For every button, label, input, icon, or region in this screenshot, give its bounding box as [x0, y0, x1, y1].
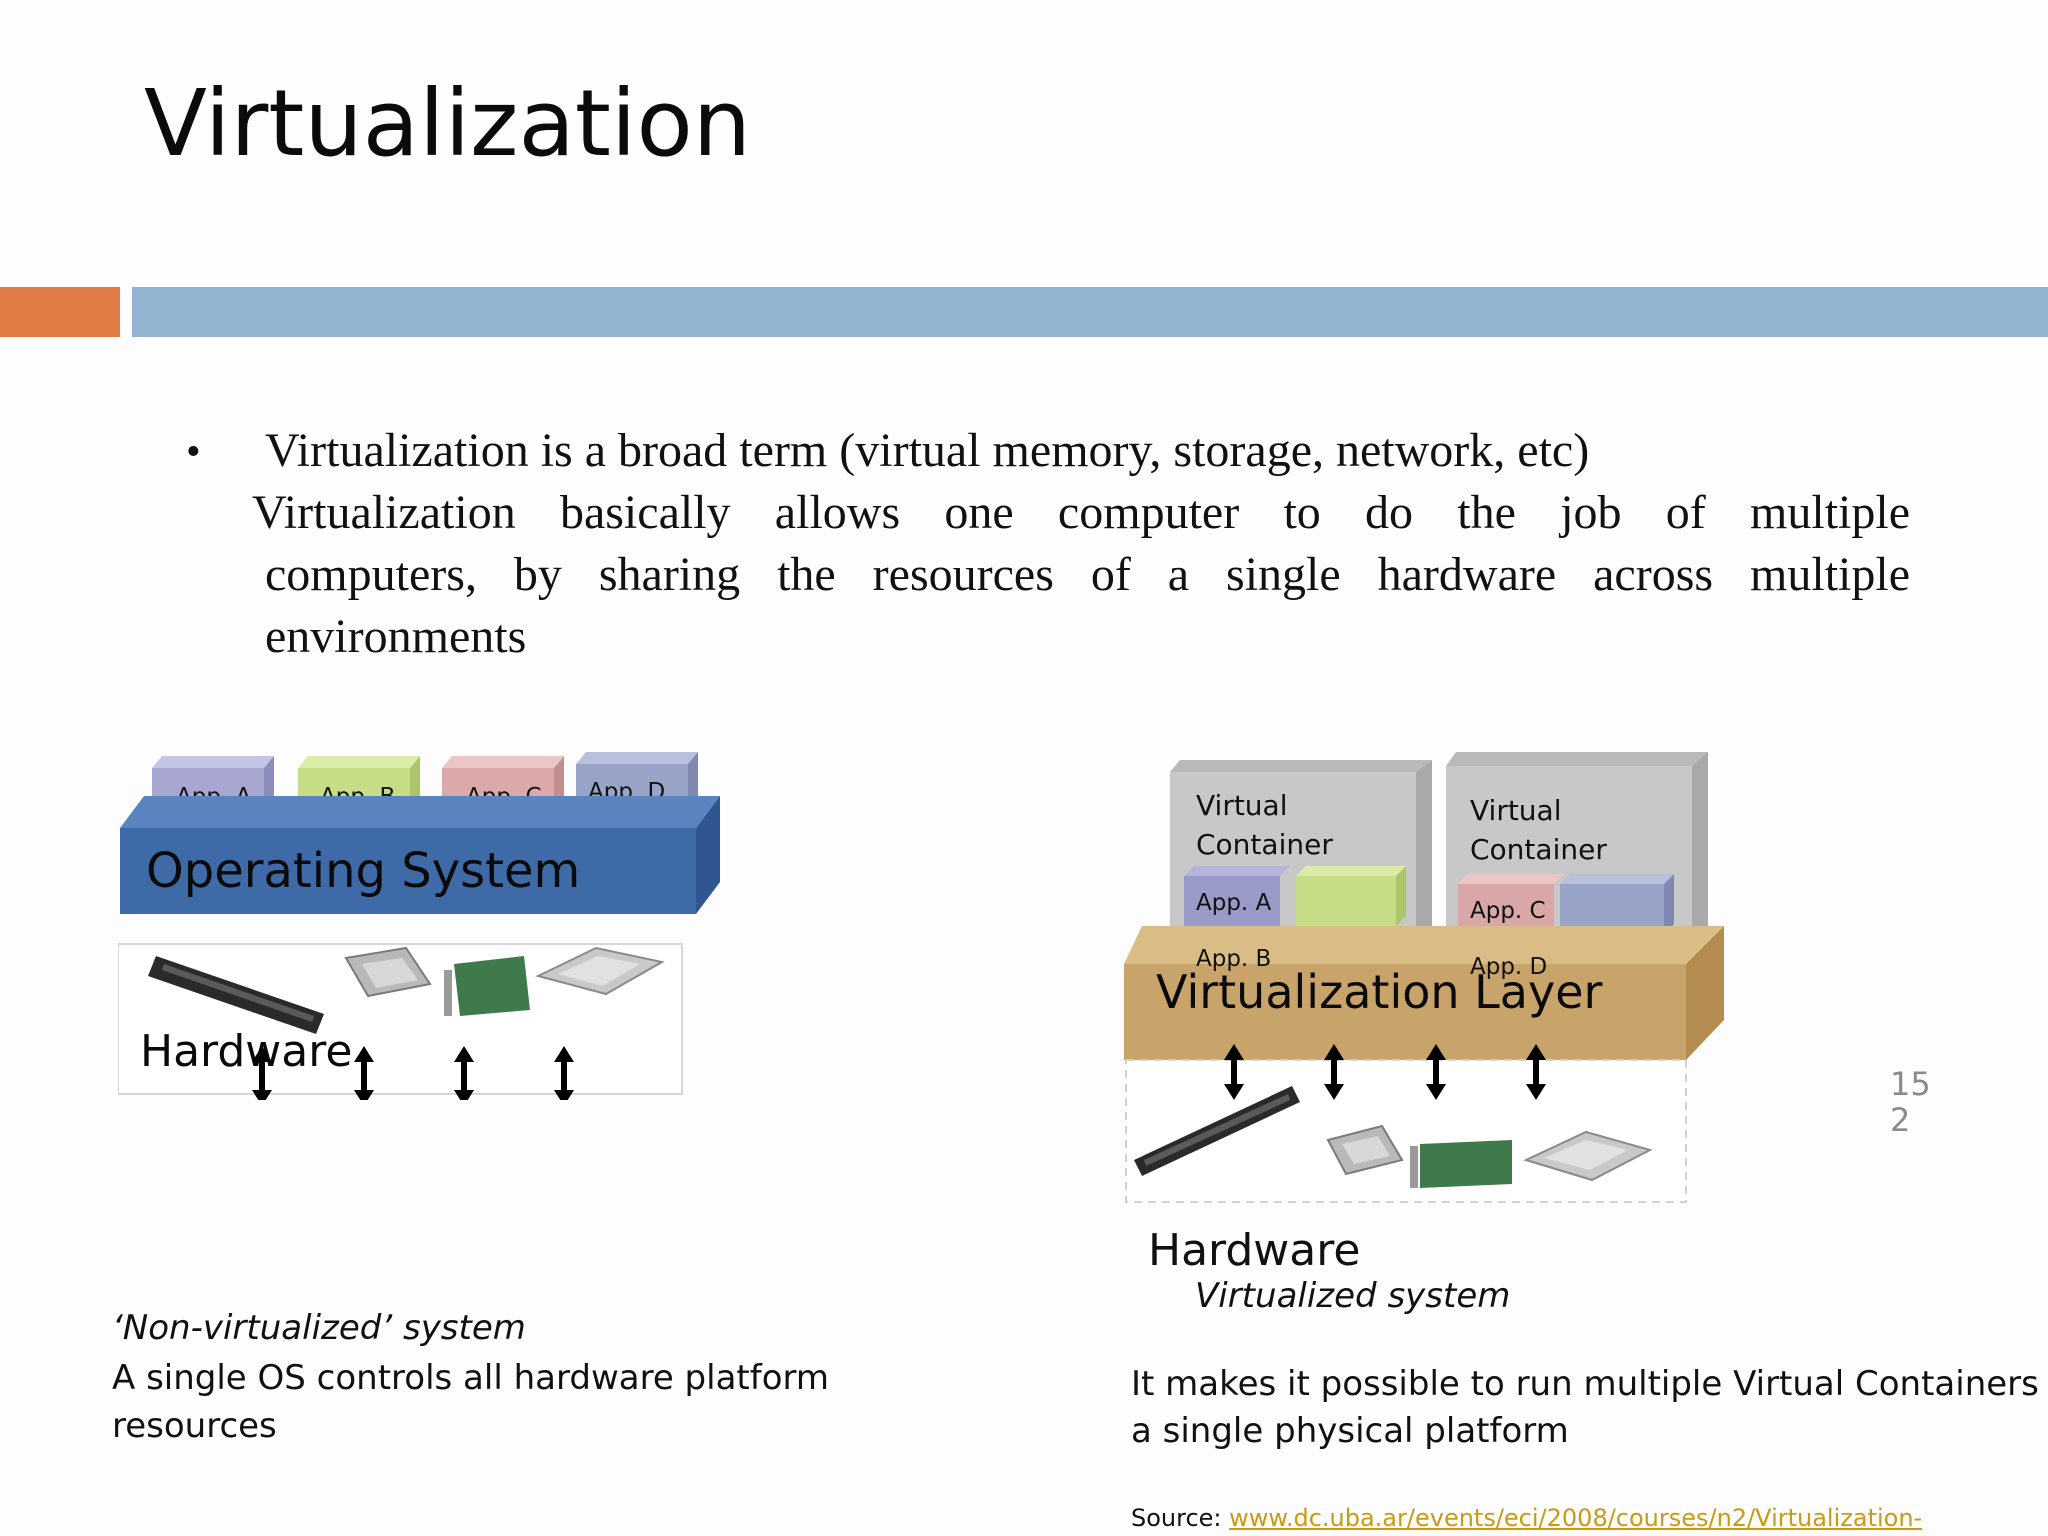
hard-drive-icon	[1523, 1130, 1653, 1182]
hard-drive-icon	[535, 946, 665, 996]
operating-system-block: Operating System	[120, 796, 720, 914]
virtual-container-1: Virtual Container App. A	[1170, 760, 1432, 944]
bullet-marker: •	[186, 429, 201, 475]
right-caption-line-1: It makes it possible to run multiple Vir…	[1131, 1364, 2048, 1404]
bullet-line-2: Virtualization basically allows one comp…	[252, 486, 1910, 539]
container-2-label-line-2: Container	[1470, 833, 1607, 866]
virtualized-diagram: Virtual Container App. A Virtual Contain…	[1124, 752, 1724, 1203]
arrow-icon	[252, 1046, 272, 1100]
virtualization-layer-label: Virtualization Layer	[1156, 965, 1602, 1019]
bullet-line-3: computers, by sharing the resources of a…	[265, 548, 1910, 601]
header-accent-blue	[132, 287, 2048, 337]
left-caption-line-1: A single OS controls all hardware platfo…	[112, 1358, 830, 1398]
arrow-icon	[454, 1046, 474, 1100]
os-label: Operating System	[146, 843, 580, 899]
arrow-icon	[1324, 1044, 1344, 1100]
source-prefix: Source:	[1131, 1504, 1230, 1532]
left-caption-title: ‘Non-virtualized’ system	[112, 1308, 526, 1348]
hardware-arrows	[1224, 1044, 1546, 1100]
arrow-icon	[1526, 1044, 1546, 1100]
arrow-icon	[1426, 1044, 1446, 1100]
container-1-label-line-1: Virtual	[1196, 789, 1288, 822]
cpu-chip-icon	[344, 946, 432, 998]
page-number-line-2: 2	[1890, 1101, 1911, 1139]
bullet-line-4: environments	[265, 610, 527, 663]
source-link[interactable]: www.dc.uba.ar/events/eci/2008/courses/n2…	[1229, 1504, 1923, 1532]
bullet-line-1: Virtualization is a broad term (virtual …	[265, 424, 1590, 477]
cpu-chip-icon	[1326, 1124, 1404, 1176]
ram-module-icon	[148, 956, 324, 1034]
app-b-label: App. B	[1196, 946, 1271, 972]
hardware-arrows	[252, 1046, 574, 1100]
virtual-container-2: Virtual Container App. C	[1446, 752, 1708, 942]
arrow-icon	[554, 1046, 574, 1100]
left-caption-line-2: resources	[112, 1406, 277, 1446]
slide-title: Virtualization	[144, 70, 752, 177]
source-citation: Source: www.dc.uba.ar/events/eci/2008/co…	[1131, 1504, 1922, 1532]
app-d-label: App. D	[1470, 954, 1547, 980]
right-hardware-label: Hardware	[1148, 1225, 1361, 1276]
arrow-icon	[354, 1046, 374, 1100]
app-a-label: App. A	[1196, 890, 1272, 916]
network-card-icon	[1410, 1140, 1512, 1188]
left-hardware-label: Hardware	[140, 1026, 352, 1077]
container-1-label-line-2: Container	[1196, 828, 1333, 861]
right-caption-line-2: a single physical platform	[1131, 1411, 1569, 1451]
container-2-label-line-1: Virtual	[1470, 794, 1562, 827]
virtualization-layer-block: App. B App. D Virtualization Layer	[1124, 926, 1724, 1060]
page-number: 15 2	[1890, 1066, 1931, 1138]
header-accent-orange	[0, 287, 120, 337]
ram-module-icon	[1134, 1086, 1300, 1176]
non-virtualized-diagram: App. A App. B App. C App. D Operating Sy…	[118, 752, 720, 1100]
page-number-line-1: 15	[1890, 1065, 1931, 1103]
app-c-label: App. C	[1470, 898, 1546, 924]
network-card-icon	[444, 956, 530, 1016]
right-caption-title: Virtualized system	[1195, 1276, 1511, 1316]
arrow-icon	[1224, 1044, 1244, 1100]
